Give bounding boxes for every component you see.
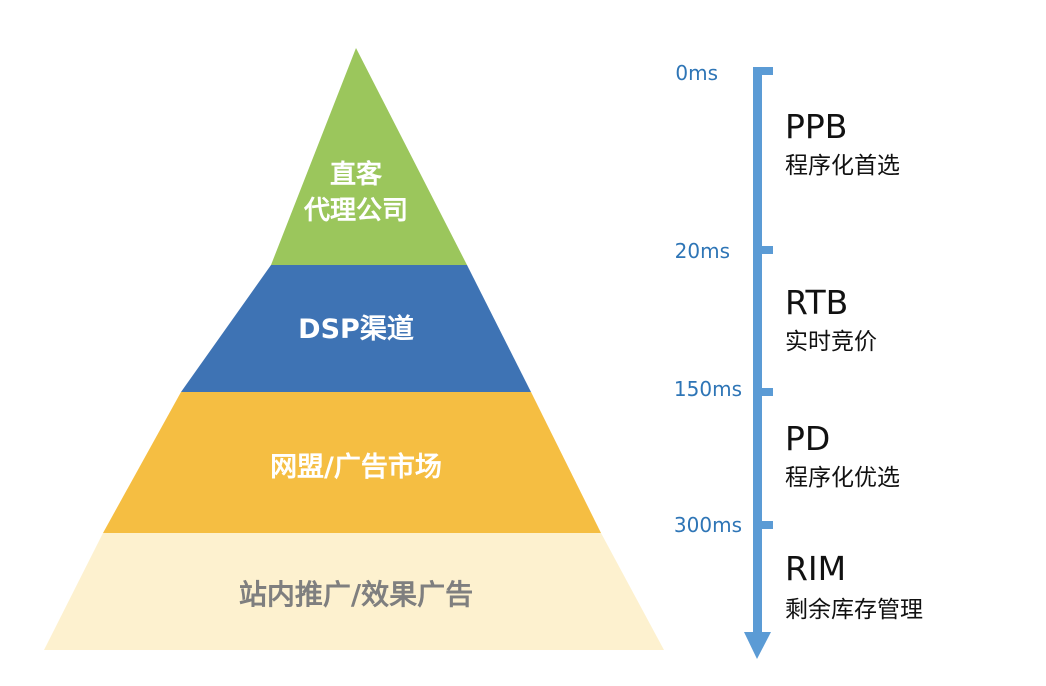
tick-label-150ms: 150ms	[674, 377, 742, 401]
tier-3-label: 网盟/广告市场	[270, 451, 442, 483]
tick-mark-20ms	[753, 246, 773, 254]
tick-mark-150ms	[753, 388, 773, 396]
segment-rim-desc: 剩余库存管理	[785, 597, 923, 623]
timeline: 0ms 20ms 150ms 300ms	[674, 61, 773, 659]
segment-ppb-desc: 程序化首选	[785, 153, 900, 179]
pyramid-tier-4	[44, 533, 664, 650]
tick-mark-0ms	[753, 67, 773, 75]
tier-1-label-line-2: 代理公司	[303, 196, 408, 226]
segment-rtb-code: RTB	[785, 283, 848, 322]
tick-label-20ms: 20ms	[675, 239, 730, 263]
segment-labels: PPB 程序化首选 RTB 实时竞价 PD 程序化优选 RIM 剩余库存管理	[785, 107, 923, 623]
pyramid-tier-3	[103, 392, 601, 533]
tick-mark-300ms	[753, 521, 773, 529]
pyramid-tier-2	[181, 265, 531, 392]
pyramid: 直客 代理公司 DSP渠道 网盟/广告市场 站内推广/效果广告	[44, 48, 664, 650]
tier-4-label: 站内推广/效果广告	[239, 578, 473, 611]
segment-ppb-code: PPB	[785, 107, 847, 146]
tier-1-label-line-1: 直客	[330, 159, 383, 190]
segment-rtb-desc: 实时竞价	[785, 329, 877, 355]
pyramid-tier-1	[271, 48, 467, 265]
tick-label-0ms: 0ms	[675, 61, 718, 85]
segment-rim-code: RIM	[785, 549, 846, 588]
tier-2-label: DSP渠道	[298, 313, 414, 345]
timeline-arrowhead	[744, 632, 771, 659]
segment-pd-code: PD	[785, 419, 830, 458]
timeline-axis	[753, 67, 762, 635]
tick-label-300ms: 300ms	[674, 513, 742, 537]
segment-pd-desc: 程序化优选	[785, 465, 900, 491]
